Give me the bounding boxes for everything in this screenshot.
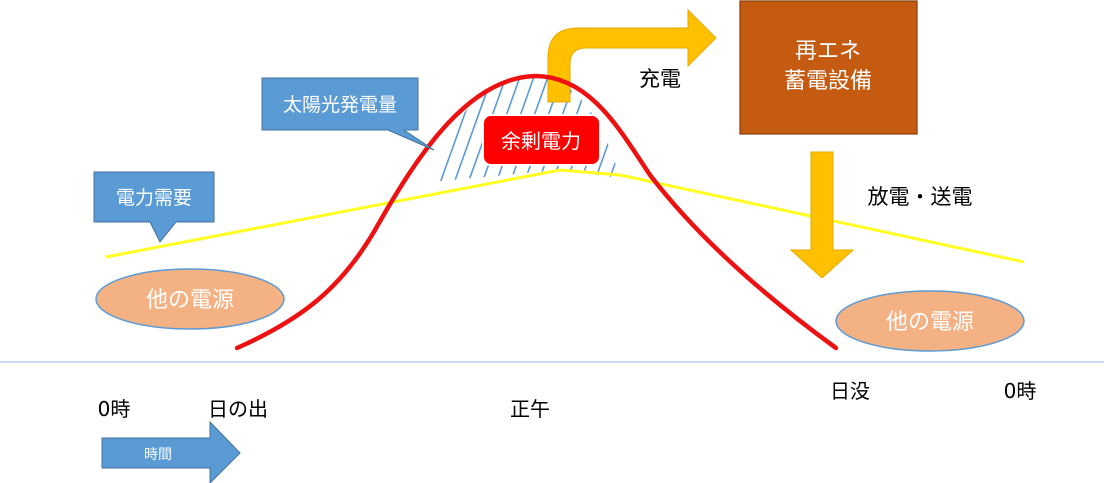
demand-callout-label: 電力需要 (116, 187, 192, 209)
storage-label-line1: 再エネ (795, 39, 861, 64)
other-source-left-label: 他の電源 (146, 288, 234, 313)
time-label-noon: 正午 (510, 397, 550, 421)
demand-callout (93, 171, 215, 243)
surplus-box (482, 114, 601, 166)
other-source-right-label: 他の電源 (886, 310, 974, 335)
solar-curve (234, 73, 839, 351)
storage-label-line2: 蓄電設備 (784, 69, 872, 94)
time-label-midnight-end: 0時 (1004, 379, 1037, 403)
surplus-label: 余剰電力 (501, 129, 581, 153)
time-label-sunrise: 日の出 (208, 397, 268, 421)
solar-callout-label: 太陽光発電量 (283, 94, 397, 116)
other-source-left-ellipse (95, 268, 285, 330)
discharge-arrow (789, 151, 855, 279)
time-label-midnight-start: 0時 (98, 397, 131, 421)
other-source-right-ellipse (835, 290, 1025, 352)
charge-arrow (547, 8, 717, 103)
time-arrow-label: 時間 (144, 447, 172, 463)
demand-line (105, 168, 1025, 264)
solar-callout (261, 77, 435, 151)
discharge-label: 放電・送電 (868, 185, 973, 209)
charge-label: 充電 (639, 67, 681, 91)
time-label-sunset: 日没 (830, 379, 870, 403)
storage-box (739, 0, 918, 135)
time-arrow (101, 420, 241, 483)
